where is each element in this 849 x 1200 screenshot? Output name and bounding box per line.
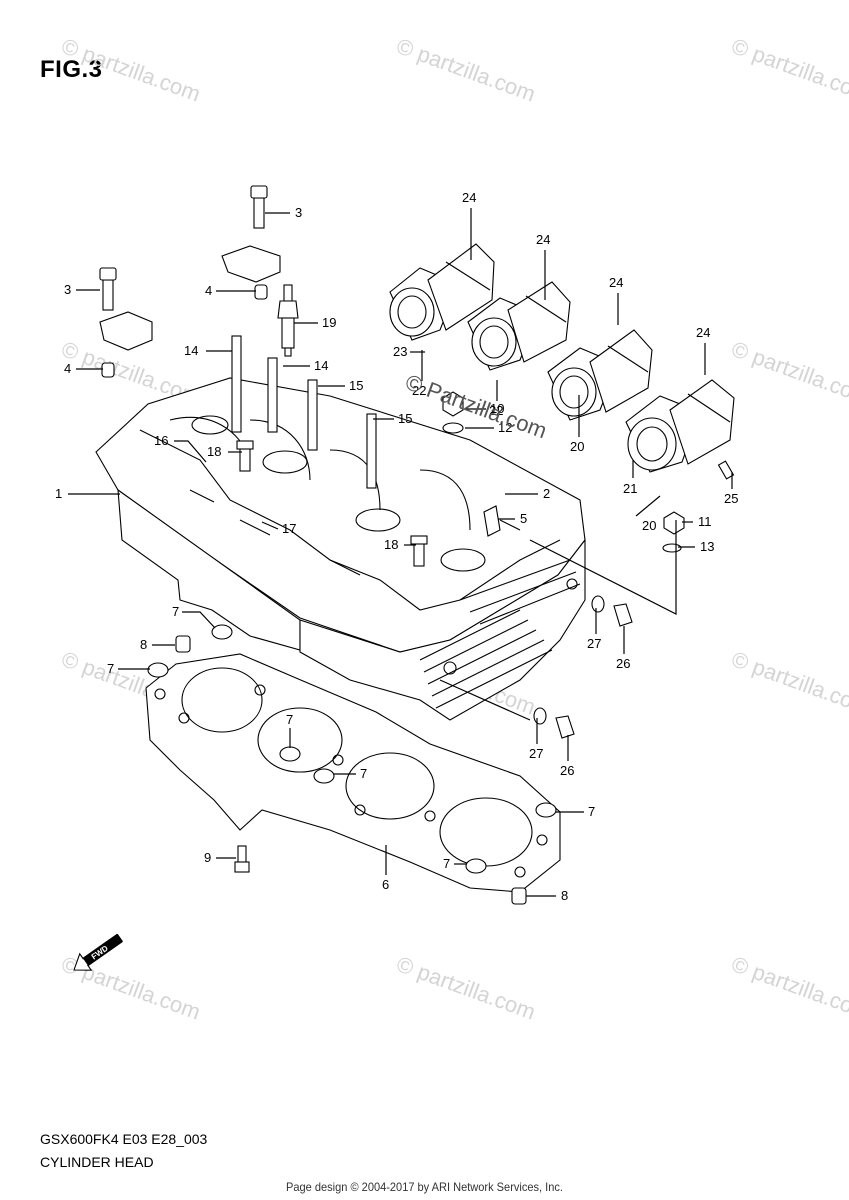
callout-label-15: 15: [349, 378, 363, 393]
callout-label-9: 9: [204, 850, 211, 865]
callout-label-16: 16: [154, 433, 168, 448]
callout-label-2: 2: [543, 486, 550, 501]
callout-label-17: 17: [282, 521, 296, 536]
callout-label-7: 7: [107, 661, 114, 676]
watermark-text: © partzilla.com: [728, 951, 849, 1024]
spark-plug: [277, 284, 299, 357]
callout-label-12: 12: [498, 420, 512, 435]
assembly-guide-line: [529, 520, 677, 615]
callout-label-18: 18: [207, 444, 221, 459]
callout-label-3: 3: [64, 282, 71, 297]
callout-label-22: 22: [489, 403, 503, 418]
cylinder-head-part: [95, 377, 586, 721]
callout-label-14: 14: [314, 358, 328, 373]
callout-label-24: 24: [536, 232, 550, 247]
callout-label-24: 24: [462, 190, 476, 205]
callout-label-14: 14: [184, 343, 198, 358]
callout-label-5: 5: [520, 511, 527, 526]
callout-label-19: 19: [322, 315, 336, 330]
callout-label-15: 15: [398, 411, 412, 426]
watermark-text: © partzilla.com: [728, 33, 849, 106]
footer-copyright: Page design © 2004-2017 by ARI Network S…: [286, 1180, 563, 1194]
callout-label-27: 27: [529, 746, 543, 761]
watermark-text: © partzilla.com: [728, 336, 849, 409]
callout-label-18: 18: [384, 537, 398, 552]
model-code: GSX600FK4 E03 E28_003: [40, 1131, 208, 1147]
assembly-guide-line: [439, 679, 531, 721]
head-gasket: [145, 624, 561, 905]
watermark-text: © partzilla.com: [393, 33, 539, 106]
callout-label-1: 1: [55, 486, 62, 501]
callout-label-20: 20: [642, 518, 656, 533]
watermark-text: © partzilla.com: [393, 951, 539, 1024]
callout-label-23: 23: [393, 344, 407, 359]
callout-label-7: 7: [443, 856, 450, 871]
callout-label-11: 11: [698, 514, 712, 529]
callout-label-24: 24: [609, 275, 623, 290]
stud-bolts: [231, 335, 377, 489]
section-name: CYLINDER HEAD: [40, 1154, 154, 1170]
callout-leader-20: [635, 495, 661, 517]
callout-label-4: 4: [64, 361, 71, 376]
callout-leader-17: [261, 521, 279, 530]
callout-label-27: 27: [587, 636, 601, 651]
callout-label-7: 7: [286, 712, 293, 727]
callout-label-4: 4: [205, 283, 212, 298]
callout-leader-lines: [68, 208, 733, 897]
callout-label-7: 7: [588, 804, 595, 819]
callout-label-3: 3: [295, 205, 302, 220]
intake-pipes: [389, 243, 735, 473]
callout-label-8: 8: [561, 888, 568, 903]
watermark-text: © partzilla.com: [58, 33, 204, 106]
callout-label-24: 24: [696, 325, 710, 340]
callout-label-7: 7: [360, 766, 367, 781]
camshaft-holders: [99, 185, 281, 378]
callout-label-8: 8: [140, 637, 147, 652]
small-hardware: [236, 391, 735, 739]
callout-label-22: 22: [412, 383, 426, 398]
callout-label-13: 13: [700, 539, 714, 554]
callout-label-10: 10: [490, 401, 504, 416]
callout-label-26: 26: [616, 656, 630, 671]
callout-label-21: 21: [623, 481, 637, 496]
watermark-text: © partzilla.com: [728, 646, 849, 719]
figure-title: FIG.3: [40, 56, 103, 83]
callout-label-7: 7: [172, 604, 179, 619]
callout-leader-16: [174, 440, 207, 463]
callout-label-26: 26: [560, 763, 574, 778]
callout-label-20: 20: [570, 439, 584, 454]
callout-label-6: 6: [382, 877, 389, 892]
callout-leader-7: [182, 611, 216, 629]
callout-label-25: 25: [724, 491, 738, 506]
